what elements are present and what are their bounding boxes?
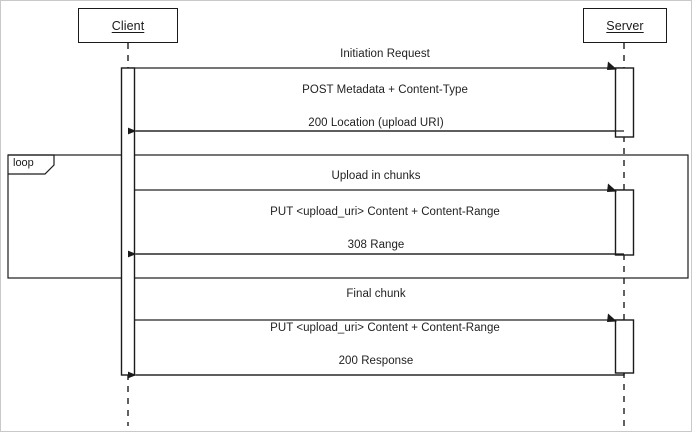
participant-box-server[interactable]: Server	[583, 8, 667, 43]
activation-bar-client	[120, 67, 136, 376]
arrowhead-put-chunk	[607, 183, 617, 192]
arrowhead-put-final	[607, 313, 617, 322]
participant-box-client[interactable]: Client	[78, 8, 178, 43]
message-label-308-range: 308 Range	[347, 239, 405, 251]
activation-bar-server-3	[614, 319, 635, 374]
loop-fragment-outline	[7, 154, 689, 279]
message-label-200-response: 200 Response	[338, 355, 414, 367]
message-label-post-metadata: POST Metadata + Content-Type	[302, 84, 468, 96]
activation-bar-server-1	[614, 67, 635, 138]
message-label-put-chunk: PUT <upload_uri> Content + Content-Range	[270, 206, 500, 218]
activation-bar-server-2	[614, 189, 635, 256]
participant-label-client: Client	[111, 18, 145, 33]
group-header-initiation: Initiation Request	[340, 48, 430, 60]
response-arrows	[128, 127, 624, 379]
group-header-final-chunk: Final chunk	[346, 288, 406, 300]
participant-label-server: Server	[606, 18, 644, 33]
group-header-upload-chunks: Upload in chunks	[331, 170, 421, 182]
arrowhead-post-metadata	[607, 61, 617, 70]
message-label-200-location: 200 Location (upload URI)	[308, 117, 444, 129]
request-arrowheads	[607, 61, 617, 322]
message-label-put-final-chunk: PUT <upload_uri> Content + Content-Range	[270, 322, 500, 334]
loop-fragment-label: loop	[13, 157, 34, 169]
